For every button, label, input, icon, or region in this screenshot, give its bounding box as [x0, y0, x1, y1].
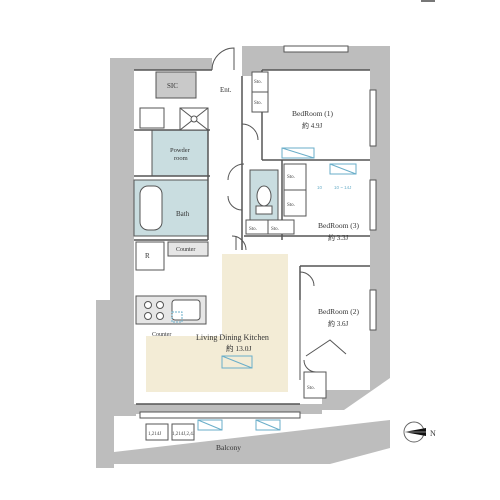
- label-sto-6: Sto.: [271, 227, 279, 232]
- label-counter-kitchen: Counter: [152, 332, 171, 338]
- label-sto-4: Sto.: [287, 203, 295, 208]
- label-balcony: Balcony: [216, 443, 241, 452]
- label-sto-1: Sto.: [254, 80, 262, 85]
- wet-areas: [133, 129, 279, 237]
- label-bedroom2-name: BedRoom (2): [318, 307, 360, 316]
- label-bedroom2-size: 約 3.6J: [328, 319, 348, 328]
- label-bedroom3-size: 約 3.3J: [328, 233, 348, 242]
- labels: SIC Ent. Powder room Bath R Counter Coun…: [145, 80, 436, 452]
- label-refrigerator: R: [145, 252, 150, 260]
- storage-closets: [245, 71, 327, 399]
- label-bath: Bath: [176, 210, 190, 218]
- label-outdoor-unit-2: 1,214J,2,4J: [172, 432, 195, 437]
- label-ceiling-note-1: 10: [317, 185, 323, 190]
- label-ceiling-note-2: 10 ~ 14J: [334, 185, 351, 190]
- label-entrance: Ent.: [220, 86, 232, 94]
- label-outdoor-unit-1: 1,214J: [148, 432, 161, 437]
- label-powder-room-1: Powder: [170, 147, 191, 154]
- blue-fixtures: [171, 147, 357, 431]
- label-sto-5: Sto.: [249, 227, 257, 232]
- label-ldk-size: 約 13.0J: [226, 343, 251, 353]
- label-powder-room-2: room: [174, 155, 188, 162]
- bathtub: [139, 185, 163, 231]
- label-sic: SIC: [167, 82, 178, 90]
- label-sto-2: Sto.: [254, 101, 262, 106]
- label-compass-n: N: [430, 429, 436, 438]
- kitchen: [135, 241, 209, 325]
- entrance-cabinets: [139, 71, 209, 131]
- edge-mark: [421, 0, 435, 2]
- compass-icon: [403, 421, 426, 443]
- windows: [139, 45, 377, 419]
- toilet: [256, 185, 272, 207]
- label-sto-7: Sto.: [307, 386, 315, 391]
- doors: [211, 47, 347, 380]
- outdoor-units: [145, 423, 195, 441]
- label-bedroom1-name: BedRoom (1): [292, 109, 334, 118]
- label-sto-3: Sto.: [287, 175, 295, 180]
- label-counter-top: Counter: [176, 247, 195, 253]
- label-ldk-name: Living Dining Kitchen: [196, 333, 269, 342]
- label-bedroom3-name: BedRoom (3): [318, 221, 360, 230]
- label-bedroom1-size: 約 4.9J: [302, 121, 322, 130]
